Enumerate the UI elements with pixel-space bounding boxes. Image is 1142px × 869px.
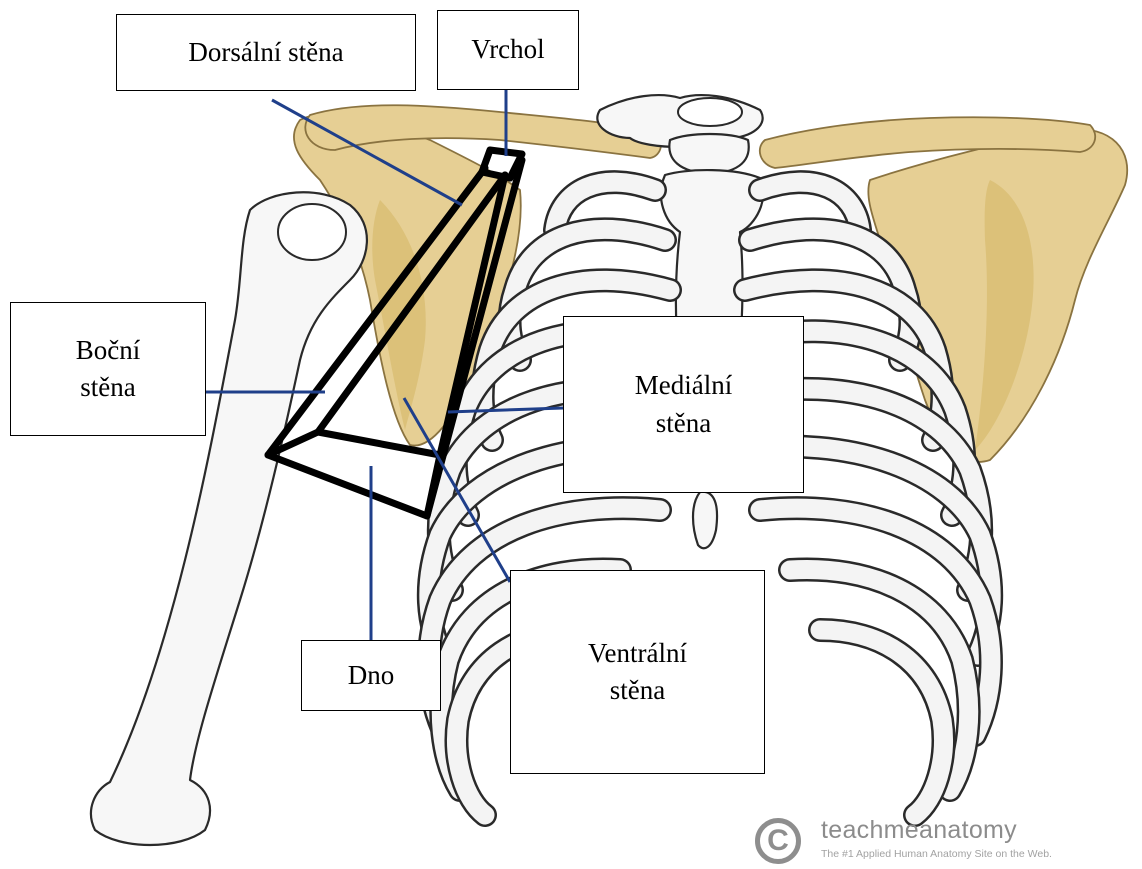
humerus	[91, 192, 367, 845]
watermark-name: teachmeanatomy	[821, 816, 1017, 845]
label-apex: Vrchol	[437, 10, 579, 90]
label-floor: Dno	[301, 640, 441, 711]
label-ventral-wall: Ventrální stěna	[510, 570, 765, 774]
label-medial-wall: Mediální stěna	[563, 316, 804, 493]
label-lateral-wall: Boční stěna	[10, 302, 206, 436]
teachmeanatomy-watermark: C teachmeanatomy The #1 Applied Human An…	[755, 814, 1135, 866]
watermark-tagline: The #1 Applied Human Anatomy Site on the…	[821, 848, 1052, 860]
cervical-vertebra	[597, 95, 762, 174]
label-dorsal-wall: Dorsální stěna	[116, 14, 416, 91]
copyright-icon: C	[755, 818, 801, 864]
